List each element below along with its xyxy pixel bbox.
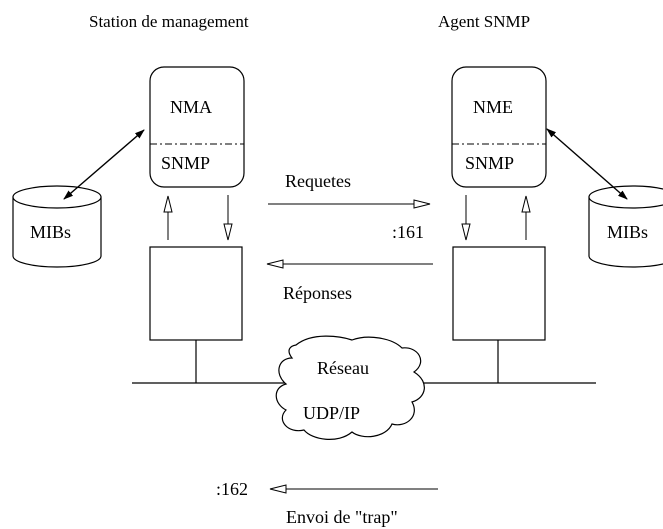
agent-up-arrow [521, 195, 531, 240]
responses-arrow [266, 259, 433, 269]
agent-down-arrow [461, 195, 471, 241]
trap-label: Envoi de "trap" [286, 507, 398, 527]
protocol-label: UDP/IP [303, 403, 361, 423]
manager-up-arrow [163, 195, 173, 240]
manager-mib-link-arrow [63, 129, 145, 200]
manager-down-arrow [223, 195, 233, 241]
agent-port-label: :161 [392, 222, 425, 242]
manager-mib-database-icon [12, 185, 102, 268]
agent-stack-box [451, 66, 547, 188]
network-label: Réseau [317, 358, 369, 378]
trap-arrow [269, 484, 438, 494]
manager-mib-label: MIBs [30, 222, 72, 242]
agent-heading: Agent SNMP [438, 12, 531, 31]
requests-arrow [268, 199, 431, 209]
manager-stack-box [149, 66, 245, 188]
network-cloud-shape [275, 335, 425, 440]
agent-nme-label: NME [473, 97, 513, 117]
trap-port-label: :162 [216, 479, 249, 499]
manager-snmp-label: SNMP [161, 153, 211, 173]
responses-label: Réponses [283, 283, 352, 303]
requests-label: Requetes [285, 171, 351, 191]
agent-mib-link-arrow [546, 128, 628, 200]
manager-nma-label: NMA [170, 97, 213, 117]
agent-snmp-label: SNMP [465, 153, 515, 173]
agent-mib-label: MIBs [607, 222, 649, 242]
agent-transport-box [452, 246, 546, 341]
manager-heading: Station de management [89, 12, 249, 31]
manager-transport-box [149, 246, 243, 341]
